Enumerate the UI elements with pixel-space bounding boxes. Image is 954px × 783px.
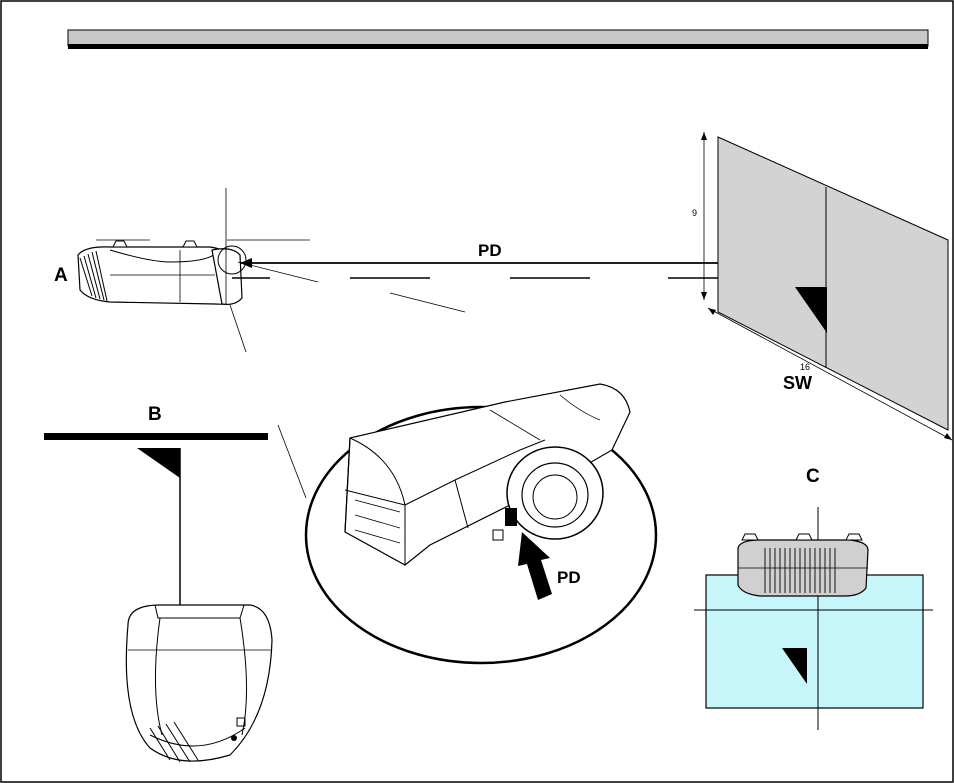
view-b-label: B: [148, 404, 162, 425]
view-a-label: A: [54, 265, 68, 286]
lens-pointer-arrow: [518, 532, 552, 600]
projection-distance-label: PD: [478, 241, 502, 260]
view-c-label: C: [806, 466, 820, 487]
view-c-screen-front: [694, 507, 933, 730]
view-a-side-projector: [77, 188, 748, 353]
screen-width-label: SW: [783, 373, 812, 393]
aspect-height-label: 9: [692, 208, 697, 218]
aspect-width-label: 16: [800, 362, 810, 372]
projection-screen: [701, 132, 953, 441]
lens-closeup: [304, 383, 658, 665]
view-b-ceiling-mount: [44, 433, 273, 763]
header-bar: [67, 29, 929, 49]
screen-center-marker: [795, 287, 827, 333]
lens-pointer-label: PD: [557, 568, 581, 587]
